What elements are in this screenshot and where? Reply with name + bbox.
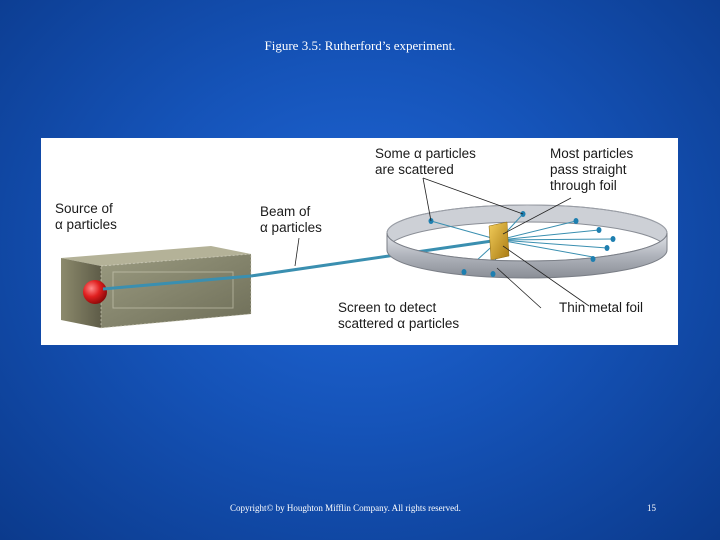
label-source: Source of α particles xyxy=(55,201,117,232)
detection-dots xyxy=(428,211,616,277)
gold-foil xyxy=(488,221,510,261)
beam-inside-box xyxy=(102,274,252,291)
slide-title: Figure 3.5: Rutherford’s experiment. xyxy=(264,38,456,53)
alpha-beam xyxy=(250,238,500,278)
copyright-footer: Copyright© by Houghton Mifflin Company. … xyxy=(230,503,461,513)
leader-lines xyxy=(294,177,590,309)
source-box xyxy=(61,246,252,329)
rutherford-diagram: Source of α particles Beam of α particle… xyxy=(41,138,678,345)
label-thin-foil: Thin metal foil xyxy=(559,300,644,315)
label-beam: Beam of α particles xyxy=(260,204,322,235)
diagram-graphic xyxy=(61,177,668,329)
alpha-source-ball xyxy=(83,280,107,304)
page-number: 15 xyxy=(647,503,656,513)
label-straight-through: Most particles pass straight through foi… xyxy=(550,146,634,193)
label-screen: Screen to detect scattered α particles xyxy=(338,300,460,331)
detector-screen-front xyxy=(386,232,668,279)
label-scattered: Some α particles are scattered xyxy=(375,146,476,177)
